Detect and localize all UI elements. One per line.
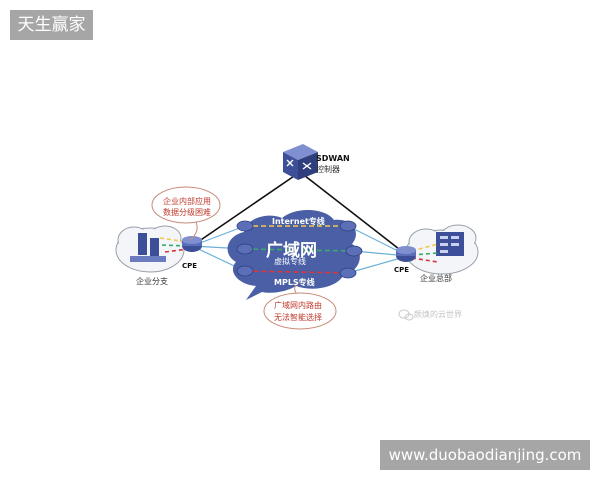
wan-title: 广域网 <box>266 241 317 261</box>
callout-1-bubble <box>151 186 221 241</box>
hq-cpe-label: CPE <box>394 266 410 274</box>
hq-cpe-icon <box>396 246 416 262</box>
callout-2-bubble <box>263 281 337 330</box>
controller-to-branch-line <box>191 171 301 247</box>
hq-site-label: 企业总部 <box>420 274 452 283</box>
callout-2-line2: 无法智能选择 <box>274 313 322 322</box>
watermark-bottom: www.duobaodianjing.com <box>380 440 590 470</box>
controller-to-hq-line <box>299 171 409 257</box>
controller-label-line2: 控制器 <box>316 165 340 174</box>
branch-site-label: 企业分支 <box>136 277 168 286</box>
wan-link-mpls-label: MPLS专线 <box>274 278 315 287</box>
branch-cpe-icon <box>182 236 202 252</box>
callout-1-line2: 数据分级困难 <box>163 208 211 217</box>
callout-1-line1: 企业内部应用 <box>163 197 211 206</box>
branch-cpe-label: CPE <box>182 262 198 270</box>
watermark-top: 天生赢家 <box>10 10 93 40</box>
controller-label-line1: SDWAN <box>316 154 350 163</box>
callout-2-line1: 广域网内路由 <box>274 301 322 310</box>
branch-server-icon <box>130 233 166 262</box>
credit-wechat-icon <box>398 309 414 321</box>
wan-link-virtual-label: 虚拟专线 <box>274 257 306 266</box>
sdwan-controller-icon <box>283 144 318 180</box>
wan-cloud <box>227 209 360 300</box>
wan-routers <box>236 220 363 279</box>
credit-label: 颜焕的云世界 <box>414 310 462 319</box>
wan-dashed-links <box>244 225 355 274</box>
hq-server-icon <box>436 232 464 256</box>
wan-link-internet-label: Internet专线 <box>272 217 325 226</box>
